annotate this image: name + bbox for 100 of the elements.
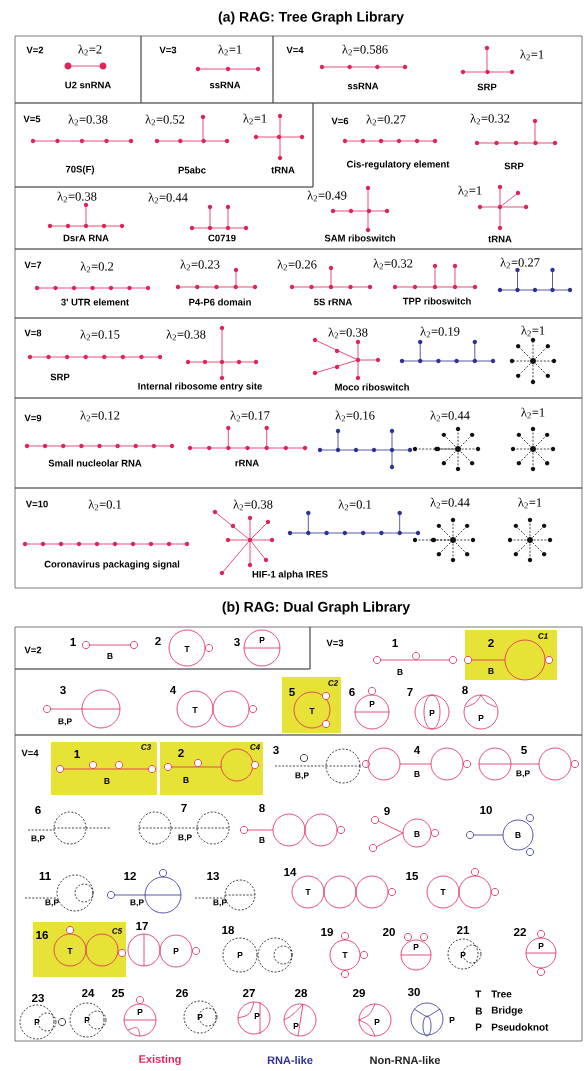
- key-letter: B: [475, 1007, 482, 1015]
- graph-number: 1: [74, 750, 80, 758]
- panel-title: (b) RAG: Dual Graph Library: [222, 601, 411, 615]
- eigenvalue-label: λ$_{2}$=0.27: [366, 114, 406, 126]
- size-label: V=4: [21, 749, 39, 757]
- eigenvalue-label: λ$_{2}$=0.16: [335, 410, 375, 422]
- graph-number: 22: [514, 928, 526, 937]
- eigenvalue-label: λ$_{2}$=0.586: [342, 44, 388, 56]
- rna-name: C0719: [208, 234, 236, 242]
- graph-number: 26: [176, 988, 188, 998]
- rna-name: Internal ribosome entry site: [138, 382, 262, 392]
- graph-number: 1: [70, 638, 76, 646]
- size-label: V=5: [23, 115, 41, 123]
- size-label: V=6: [331, 117, 349, 125]
- graph-number: 30: [407, 987, 420, 997]
- eigenvalue-label: λ$_{2}$=0.32: [373, 258, 413, 270]
- graph-number: 8: [259, 803, 265, 813]
- graph-letter: P: [429, 710, 435, 716]
- graph-number: 4: [170, 686, 177, 694]
- size-label: V=4: [286, 46, 304, 54]
- graph-number: 17: [136, 922, 148, 930]
- graph-number: 13: [207, 871, 219, 881]
- rna-name: SRP: [50, 373, 70, 381]
- graph-number: 21: [457, 926, 470, 935]
- graph-number: 6: [35, 805, 41, 815]
- eigenvalue-label: λ$_{2}$=0.38: [233, 499, 273, 511]
- key-text: Bridge: [491, 1006, 523, 1016]
- rna-name: TPP riboswitch: [402, 297, 471, 305]
- size-label: V=3: [326, 639, 344, 647]
- graph-letter: P: [34, 1019, 40, 1025]
- key-text: Pseudoknot: [491, 1023, 549, 1031]
- eigenvalue-label: λ$_{2}$=0.23: [180, 259, 220, 271]
- graph-number: 5: [289, 688, 295, 696]
- graph-letter: P: [259, 637, 265, 643]
- rna-name: ssRNA: [209, 81, 241, 89]
- graph-number: 18: [222, 925, 235, 935]
- graph-number: 29: [353, 988, 365, 998]
- graph-number: 7: [407, 688, 413, 696]
- key-letter: T: [475, 990, 482, 998]
- graph-number: 14: [284, 868, 297, 876]
- rna-name: Cis-regulatory element: [346, 160, 450, 170]
- rna-name: Coronavirus packaging signal: [44, 560, 180, 570]
- graph-letter: B,P: [31, 835, 45, 843]
- rna-name: HIF-1 alpha IRES: [252, 570, 328, 580]
- graph-number: 1: [392, 639, 398, 647]
- graph-letter: B: [183, 777, 189, 783]
- graph-letter: P: [293, 1023, 299, 1029]
- rna-name: P4-P6 domain: [189, 298, 251, 306]
- eigenvalue-label: λ$_{2}$=0.15: [80, 329, 120, 341]
- graph-number: 3: [60, 685, 66, 695]
- legend-text: RNA-like: [267, 1056, 313, 1065]
- eigenvalue-label: λ$_{2}$=0.1: [338, 499, 372, 511]
- graph-letter: B,P: [213, 899, 227, 907]
- graph-number: 3: [273, 745, 279, 755]
- graph-letter: B,P: [178, 834, 192, 842]
- eigenvalue-label: λ$_{2}$=0.2: [80, 261, 114, 273]
- eigenvalue-label: λ$_{2}$=0.38: [166, 329, 206, 341]
- graph-number: 4: [414, 746, 421, 754]
- rna-name: SRP: [477, 83, 497, 91]
- graph-number: 6: [349, 687, 355, 697]
- eigenvalue-label: λ$_{2}$=0.52: [145, 114, 185, 126]
- graph-letter: B,P: [295, 772, 309, 780]
- graph-number: 20: [383, 927, 395, 937]
- graph-letter: P: [197, 1014, 203, 1020]
- graph-letter: B: [104, 778, 110, 784]
- rna-name: tRNA: [271, 166, 295, 174]
- graph-letter: B: [488, 668, 494, 674]
- graph-number: 10: [480, 805, 492, 815]
- graph-letter: P: [413, 944, 419, 950]
- eigenvalue-label: λ$_{2}$=0.49: [307, 190, 347, 202]
- graph-number: 5: [521, 746, 527, 754]
- graph-letter: P: [374, 1019, 380, 1025]
- eigenvalue-label: λ$_{2}$=0.44: [148, 192, 188, 204]
- graph-letter: P: [173, 948, 179, 954]
- class-tag: C4: [250, 744, 260, 750]
- graph-letter: B,P: [130, 899, 144, 907]
- graph-letter: B,P: [45, 899, 59, 907]
- rna-name: DsrA RNA: [63, 234, 109, 242]
- graph-letter: T: [184, 646, 190, 652]
- eigenvalue-label: λ$_{2}$=0.26: [277, 259, 317, 271]
- graph-number: 2: [488, 639, 494, 647]
- graph-letter: B: [414, 771, 420, 777]
- graph-number: 2: [178, 749, 184, 757]
- graph-number: 15: [406, 872, 419, 880]
- graph-number: 3: [234, 637, 240, 647]
- size-label: V=2: [26, 46, 44, 54]
- class-tag: C3: [141, 744, 151, 750]
- eigenvalue-label: λ$_{2}$=0.19: [420, 326, 460, 338]
- panel-title: (a) RAG: Tree Graph Library: [218, 11, 404, 25]
- size-label: V=7: [24, 261, 42, 269]
- graph-number: 25: [112, 988, 125, 998]
- graph-number: 27: [243, 989, 255, 998]
- eigenvalue-label: λ$_{2}$=0.1: [88, 499, 122, 511]
- class-tag: C5: [112, 928, 123, 934]
- rna-name: 70S(F): [65, 165, 95, 175]
- size-label: V=9: [24, 414, 42, 422]
- legend-text: Existing: [139, 1054, 181, 1066]
- eigenvalue-label: λ$_{2}$=0.27: [500, 257, 540, 269]
- rna-name: SRP: [504, 162, 524, 170]
- graph-number: 28: [295, 988, 308, 998]
